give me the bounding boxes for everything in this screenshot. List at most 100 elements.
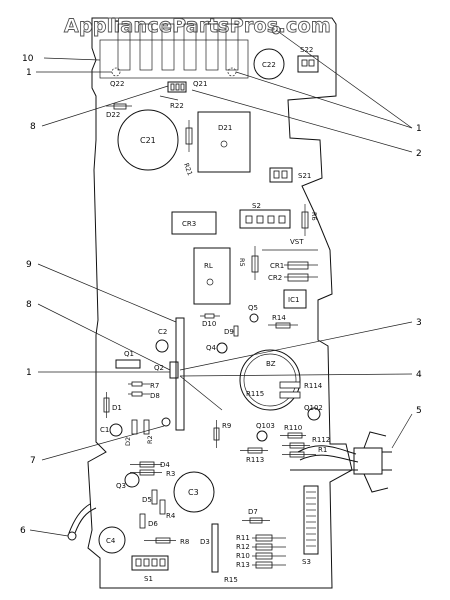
label-vst: VST [290,238,304,246]
callout-1-mid: 1 [26,368,32,378]
label-r12: R12 [236,543,250,551]
callout-6: 6 [20,526,26,536]
capacitor-c22 [253,48,285,80]
buzzer-bz [239,349,301,411]
callout-8-mid: 8 [26,300,32,310]
callout-9: 9 [26,260,32,270]
label-r114: R114 [304,382,323,390]
label-d8: D8 [150,392,160,400]
label-r113: R113 [246,456,264,464]
transistor-q103 [256,430,268,442]
transistor-q21 [167,81,187,93]
label-s1: S1 [144,575,153,583]
label-d4: D4 [160,461,170,469]
relay-cr3 [171,211,217,235]
label-q3: Q3 [116,482,126,490]
terminal-post [161,417,171,427]
mounting-hole-top [271,25,281,35]
label-rl: RL [204,262,213,270]
connector-s22 [297,55,319,73]
diode-d22 [113,103,127,110]
capacitor-c1 [109,423,123,437]
label-d7: D7 [248,508,258,516]
label-ic1: IC1 [288,296,299,304]
callout-10: 10 [22,54,34,64]
label-r112: R112 [312,436,330,444]
label-r11: R11 [236,534,250,542]
mounting-hole-left [111,67,121,77]
connector-s21 [269,167,293,183]
label-r8: R8 [180,538,189,546]
diode-bridge-d21 [197,111,251,173]
label-r4: R4 [166,512,176,520]
capacitor-c21 [117,109,179,171]
label-r13: R13 [236,561,250,569]
label-r21: R21 [182,162,194,177]
capacitor-c2 [155,339,169,353]
label-s21: S21 [298,172,311,180]
callout-3-right: 3 [416,318,422,328]
label-d3: D3 [200,538,210,546]
label-cr1: CR1 [270,262,284,270]
label-q22: Q22 [110,80,124,88]
label-r1: R1 [318,446,327,454]
watermark-text: AppliancePartsPros.com [64,15,331,37]
label-c22: C22 [262,61,276,69]
label-d9: D9 [224,328,234,336]
transistor-q102 [307,407,321,421]
label-q103: Q103 [256,422,275,430]
label-q21: Q21 [193,80,207,88]
relay-rl [193,247,231,305]
callout-2-right: 2 [416,149,422,159]
label-r9: R9 [222,422,231,430]
transistor-q2 [169,361,179,379]
label-r14: R14 [272,314,286,322]
label-r7: R7 [150,382,159,390]
capacitor-c4 [98,526,126,554]
connector-s2 [239,209,291,229]
callout-4-right: 4 [416,370,422,380]
label-r5: R5 [238,258,246,267]
label-s3: S3 [302,558,311,566]
label-r2: R2 [146,435,154,444]
callout-7: 7 [30,456,36,466]
callout-1-top: 1 [26,68,32,78]
label-c1: C1 [100,426,109,434]
board-outline [87,17,353,589]
label-c3: C3 [188,488,199,497]
label-r22: R22 [170,102,184,110]
label-c2: C2 [158,328,167,336]
transistor-q1 [115,359,141,369]
label-d1: D1 [112,404,122,412]
label-d22: D22 [106,111,120,119]
label-r3: R3 [166,470,175,478]
label-d6: D6 [148,520,158,528]
label-d2: D2 [124,437,132,446]
label-r110: R110 [284,424,302,432]
wire-harness-part5 [290,431,392,493]
mounting-hole-right [227,67,237,77]
label-r10: R10 [236,552,250,560]
ground-lead-part6 [67,503,97,541]
label-cr2: CR2 [268,274,282,282]
label-cr3: CR3 [182,220,196,228]
callout-8-top: 8 [30,122,36,132]
label-d5: D5 [142,496,152,504]
label-q4: Q4 [206,344,217,352]
label-s22: S22 [300,46,313,54]
label-d10: D10 [202,320,216,328]
label-r15: R15 [224,576,238,584]
label-q1: Q1 [124,350,134,358]
transistor-q5 [249,313,259,323]
ic-ic1 [283,289,307,309]
label-q5: Q5 [248,304,258,312]
callout-leaders [29,29,413,537]
transistor-q3 [124,472,140,488]
diode-d3 [211,523,219,573]
transistor-q4 [216,342,228,354]
label-q2: Q2 [154,364,164,372]
label-r115: R115 [246,390,264,398]
label-c21: C21 [140,136,156,145]
capacitor-c3 [173,471,215,513]
callout-1-right-a: 1 [416,124,422,134]
